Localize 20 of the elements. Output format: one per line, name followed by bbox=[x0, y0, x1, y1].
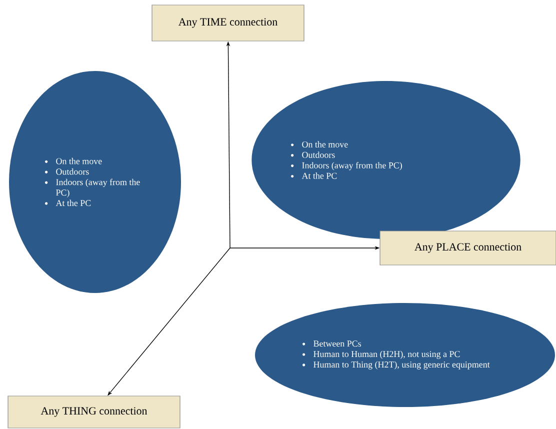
bullet-item: Indoors (away from the PC) bbox=[291, 162, 402, 170]
connection-box bbox=[380, 230, 556, 266]
bullet-item: Indoors (away from the PC) bbox=[45, 178, 140, 198]
bullet-item: Between PCs bbox=[302, 340, 361, 347]
box-label: Any THING connection bbox=[40, 407, 148, 417]
ellipse bbox=[9, 71, 181, 293]
box-label: Any PLACE connection bbox=[414, 243, 522, 253]
box-label: Any TIME connection bbox=[178, 18, 278, 28]
bullet-item: Human to Thing (H2T), using generic equipment bbox=[302, 361, 490, 370]
bullet-item: On the move bbox=[291, 141, 348, 148]
bullet-item: Human to Human (H2H), not using a PC bbox=[302, 350, 460, 359]
bullet-item: At the PC bbox=[45, 200, 91, 206]
bullet-item: Outdoors bbox=[45, 168, 89, 175]
ellipse bbox=[252, 81, 520, 239]
connection-box bbox=[8, 396, 180, 428]
connection-box bbox=[152, 4, 304, 42]
bullet-item: On the move bbox=[45, 158, 102, 164]
bullet-item: Outdoors bbox=[291, 152, 335, 158]
ellipse bbox=[255, 303, 555, 407]
bullet-item: At the PC bbox=[291, 172, 337, 179]
